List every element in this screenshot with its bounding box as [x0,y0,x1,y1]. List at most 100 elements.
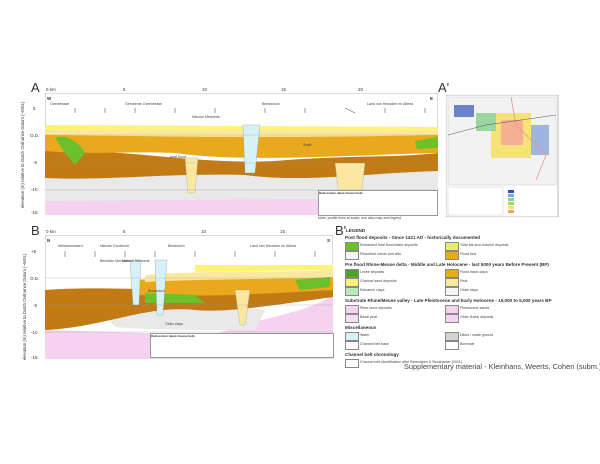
legend-swatch [445,314,459,323]
panel-a-end-label: A' [438,80,450,95]
y-axis-label-a: elevation (m) relative to Dutch Ordnance… [20,101,25,208]
panel-b-label: B [31,223,40,238]
legend-swatch [345,251,359,260]
legend-item-label: Basal peat [360,315,377,319]
place-label: Gemeente Overbetuwe [125,102,163,106]
legend-item-label: Older fluvial deposits [460,315,494,319]
legend-heading: Miscellaneous [345,325,377,330]
legend-item-label: Flood basin clays [460,270,488,274]
legend-swatch [345,242,359,251]
legend-item-label: Channel belt identification after Berend… [360,360,463,364]
cross-section-a [45,93,438,215]
levee-deposit [295,277,330,290]
legend-swatch [445,242,459,251]
legend-swatch [345,278,359,287]
legend-swatch [345,359,359,368]
sand-layer [45,133,438,158]
annotation: peat flood [170,155,186,159]
annotation: Older clays [165,322,183,326]
km-tick: 15 [280,229,286,234]
channel-fill [234,289,251,326]
place-label: Land van Heusden en Altena [367,102,414,106]
panel-a-label: A [31,80,40,95]
legend-heading: Substrate Rhine/Meuse valley - Late Plei… [345,298,552,303]
channel-fill [242,124,261,174]
km-tick: 10 [201,229,207,234]
legend-item-label: Borehole [460,342,475,346]
post-flood-layer [195,265,333,272]
legend-swatch [345,341,359,350]
clay-layer [45,288,333,330]
km-tick: 20 [358,87,364,92]
place-label: Biesbosch [168,244,185,248]
legend-swatch [345,332,359,341]
legend-item-label: Levee deposits [360,270,385,274]
direction-west: W [47,96,52,101]
y-tick: -15 [31,355,38,360]
place-label: Beesbosch [262,102,280,106]
legend-item-label: Pleistocene sands [460,306,490,310]
km-tick: 5 [123,87,126,92]
legend-item-label: Reworked sands and silts [360,252,401,256]
annotation: Biesbosch [148,289,165,293]
km-tick: 5 [123,229,126,234]
legend-swatch [445,332,459,341]
y-tick: O.D. [30,276,40,281]
levee-deposit [55,136,85,165]
footnote: Note: profile lines at scale; see also m… [318,216,402,220]
legend: Post flood deposits - Since 1421 AD - hi… [345,235,600,368]
legend-item-label: Older clays [460,288,478,292]
legend-item-label: Channel belt base [360,342,389,346]
legend-swatch [445,305,459,314]
place-label: Nieuwe Dordrecht [100,244,129,248]
place-label: Alblasserwaard [58,244,83,248]
y-tick: -15 [31,210,38,215]
legend-heading: Post flood deposits - Since 1421 AD - hi… [345,235,481,240]
place-label: Overbetuwe [50,102,70,106]
legend-item-label: Dikes / made ground [460,333,494,337]
map-color-legend [508,190,514,213]
location-map [446,95,559,217]
y-tick: O.D. [30,133,40,138]
channel-table-b: Radiocarbon dated channel belts [150,333,334,358]
legend-heading: Channel belt chronology [345,352,399,357]
legend-item-label: Peat [460,279,468,283]
y-tick: -5 [33,303,38,308]
annotation: Nieuwe Merwede [122,259,150,263]
legend-swatch [445,341,459,350]
annotation: Beneden Merwede [100,259,131,263]
legend-item-label: River dune deposits [360,306,392,310]
annotation: Stadt [303,143,312,147]
levee-deposit [415,137,438,149]
legend-item-label: Tidal flat and channel deposits [460,243,509,247]
legend-swatch [345,305,359,314]
direction-south: S [327,238,331,243]
legend-title: LEGEND [346,228,366,233]
legend-item-label: Estuarine clays [360,288,385,292]
sand-layer [135,277,333,296]
annotation: Nieuwe Merwede [192,115,220,119]
direction-east: E [430,96,434,101]
legend-item-label: Flood bed [460,252,476,256]
direction-north: N [47,238,51,243]
y-axis-label-b: elevation (m) relative to Dutch Ordnance… [22,253,27,360]
legend-swatch [445,269,459,278]
legend-swatch [445,287,459,296]
km-tick: 10 [202,87,208,92]
km-tick: 0 km [46,229,56,234]
pale-sand-layer [145,270,333,282]
channel-fill [184,157,199,194]
legend-swatch [345,314,359,323]
y-tick: +5 [31,249,37,254]
legend-swatch [445,251,459,260]
y-tick: 5 [33,106,36,111]
table-title: Radiocarbon dated channel belts [151,334,195,338]
km-tick: 15 [281,87,287,92]
legend-b-label: B' [335,223,347,238]
y-tick: -10 [31,187,38,192]
legend-item-label: Embanked tidal flood basin deposits [360,243,418,247]
y-tick: -5 [33,160,38,165]
table-title: Radiocarbon dated channel belts [319,191,363,195]
legend-item-label: Water [360,333,370,337]
legend-heading: Pre flood Rhine-Meuse delta - Middle and… [345,262,549,267]
